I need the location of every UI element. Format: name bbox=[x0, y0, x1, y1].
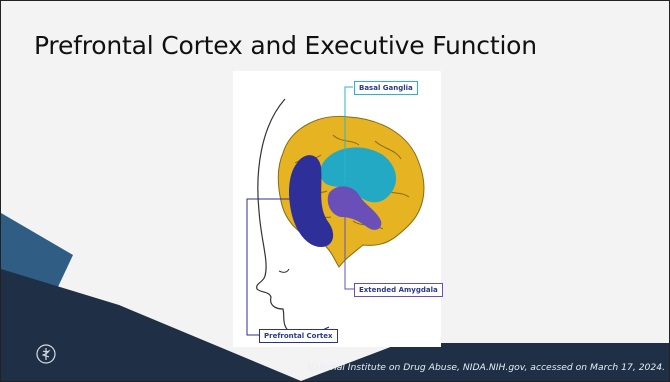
navy-band bbox=[1, 269, 301, 381]
basal-ganglia-leader bbox=[344, 86, 353, 183]
medical-seal-icon bbox=[36, 344, 56, 364]
seal-ring bbox=[36, 344, 56, 364]
source-citation: National Institute on Drug Abuse, NIDA.N… bbox=[306, 362, 665, 373]
prefrontal-cortex-region bbox=[289, 155, 334, 247]
eye-outline bbox=[278, 268, 290, 273]
basal-ganglia-label: Basal Ganglia bbox=[354, 81, 418, 95]
head-outline bbox=[256, 98, 292, 334]
basal-ganglia-region bbox=[319, 147, 397, 203]
brain-illustration bbox=[246, 86, 425, 336]
prefrontal-cortex-label: Prefrontal Cortex bbox=[259, 329, 338, 343]
footer-band bbox=[301, 343, 669, 381]
brain-diagram: Basal Ganglia Extended Amygdala Prefront… bbox=[233, 71, 443, 347]
amygdala-leader bbox=[344, 215, 355, 290]
extended-amygdala-region bbox=[327, 186, 382, 230]
pfc-leader bbox=[246, 198, 295, 336]
seal-serpent bbox=[41, 349, 51, 358]
extended-amygdala-label: Extended Amygdala bbox=[354, 283, 443, 297]
slide-title: Prefrontal Cortex and Executive Function bbox=[34, 31, 537, 60]
